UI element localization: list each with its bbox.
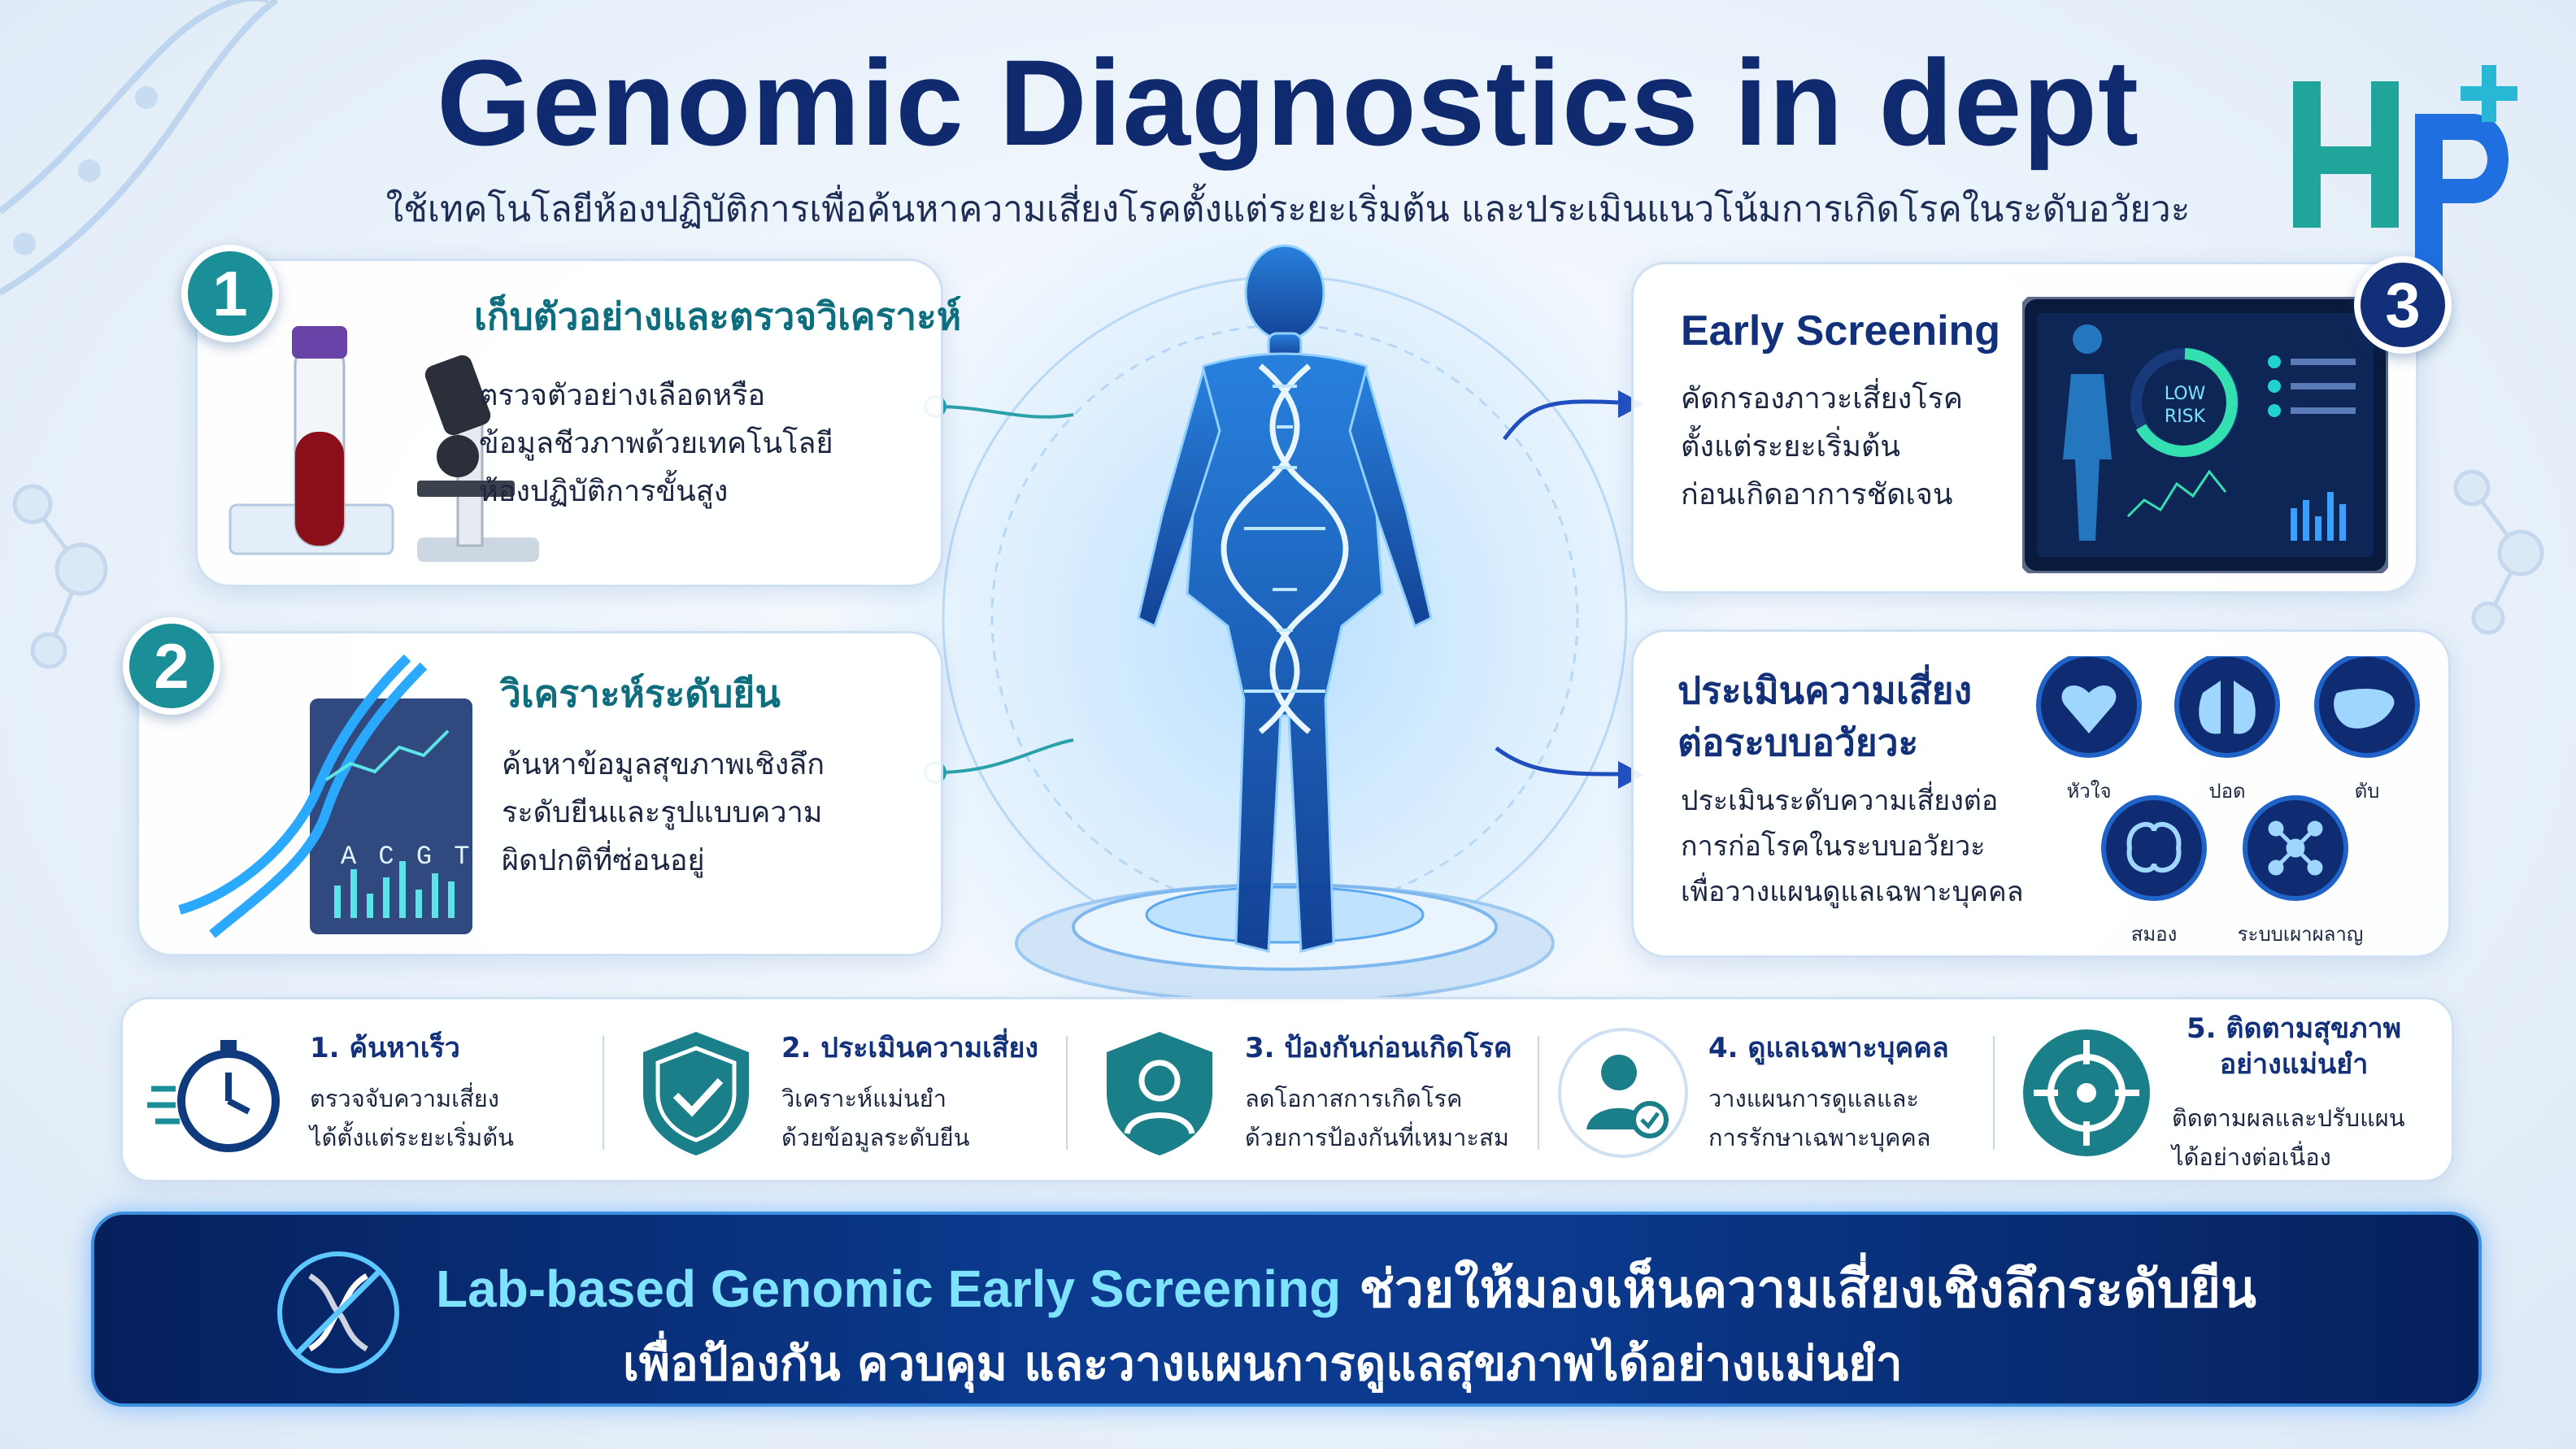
- banner-line-2: เพื่อป้องกัน ควบคุม และวางแผนการดูแลสุขภ…: [623, 1336, 1903, 1391]
- dna-chart-illustration: [178, 654, 472, 938]
- step-body: ตรวจตัวอย่างเลือดหรือ ข้อมูลชีวภาพด้วยเท…: [479, 379, 833, 508]
- lab-equipment-illustration: [228, 326, 539, 562]
- risk-label-low: LOW: [2165, 384, 2206, 404]
- benefit-early-detection: 1. ค้นหาเร็ว ตรวจจับความเสี่ยงได้ตั้งแต่…: [147, 999, 586, 1185]
- person-care-icon: [1558, 1028, 1688, 1158]
- organ-label-lungs: ปอด: [2208, 780, 2246, 803]
- metabolism-icon: [2268, 820, 2323, 876]
- benefit-desc: ตรวจจับความเสี่ยงได้ตั้งแต่ระยะเริ่มต้น: [310, 1085, 514, 1151]
- benefit-prevention: 3. ป้องกันก่อนเกิดโรค ลดโอกาสการเกิดโรคด…: [1090, 999, 1546, 1185]
- step-body: ค้นหาข้อมูลสุขภาพเชิงลึก ระดับยีนและรูปแ…: [502, 748, 825, 877]
- benefit-title: 5. ติดตามสุขภาพอย่างแม่นยำ: [2186, 1012, 2402, 1081]
- organ-label-metabolism: ระบบเผาผลาญ: [2237, 923, 2364, 946]
- dna-letters: A C G T: [341, 842, 473, 872]
- benefit-desc: ลดโอกาสการเกิดโรคด้วยการป้องกันที่เหมาะส…: [1245, 1085, 1509, 1151]
- step-number-badge: 2: [123, 617, 220, 715]
- heart-icon: [2061, 685, 2117, 733]
- hp-logo: [2293, 65, 2517, 276]
- benefit-title: 2. ประเมินความเสี่ยง: [781, 1032, 1039, 1064]
- step-number-badge: 3: [2354, 256, 2452, 354]
- step-card-early-screening: Early Screening คัดกรองภาวะเสี่ยงโรค ตั้…: [1631, 256, 2452, 594]
- risk-dashboard-tablet: LOW RISK: [2022, 297, 2388, 573]
- step-number-badge: 1: [181, 245, 279, 342]
- benefits-strip: 1. ค้นหาเร็ว ตรวจจับความเสี่ยงได้ตั้งแต่…: [120, 997, 2454, 1182]
- divider: [1538, 1036, 1539, 1150]
- divider: [603, 1036, 604, 1150]
- dna-icon: [277, 1251, 399, 1373]
- benefit-risk-assessment: 2. ประเมินความเสี่ยง วิเคราะห์แม่นยำด้วย…: [627, 999, 1066, 1185]
- step-title: Early Screening: [1681, 307, 2001, 355]
- divider: [1066, 1036, 1068, 1150]
- organ-risk-card: ประเมินความเสี่ยง ต่อระบบอวัยวะ ประเมินร…: [1631, 629, 2451, 958]
- page-subtitle: ใช้เทคโนโลยีห้องปฏิบัติการเพื่อค้นหาความ…: [385, 189, 2191, 230]
- step-title: วิเคราะห์ระดับยีน: [500, 672, 781, 716]
- organ-label-liver: ตับ: [2354, 780, 2380, 803]
- organ-label-brain: สมอง: [2130, 923, 2178, 946]
- step-card-sample-analysis: 1 เก็บตัวอย่างและตรวจวิเคราะห์ ตรวจตัวอย…: [181, 245, 961, 587]
- liver-icon: [2334, 689, 2395, 729]
- organ-label-heart: หัวใจ: [2066, 780, 2112, 803]
- benefit-title: 4. ดูแลเฉพาะบุคคล: [1708, 1032, 1949, 1064]
- target-icon: [2023, 1029, 2150, 1156]
- person-shield-icon: [1107, 1032, 1212, 1155]
- benefit-title: 3. ป้องกันก่อนเกิดโรค: [1245, 1032, 1512, 1064]
- step-title: เก็บตัวอย่างและตรวจวิเคราะห์: [474, 294, 962, 338]
- benefit-desc: วิเคราะห์แม่นยำด้วยข้อมูลระดับยีน: [781, 1085, 970, 1151]
- banner-line-1: Lab-based Genomic Early Screening ช่วยให…: [436, 1260, 2256, 1320]
- benefit-title: 1. ค้นหาเร็ว: [310, 1032, 460, 1064]
- organ-icons: [2036, 656, 2420, 901]
- step-body: คัดกรองภาวะเสี่ยงโรค ตั้งแต่ระยะเริ่มต้น…: [1681, 382, 1963, 511]
- benefit-personalized-care: 4. ดูแลเฉพาะบุคคล วางแผนการดูแลและการรัก…: [1554, 999, 1977, 1185]
- step-card-gene-analysis: A C G T 2 วิเคราะห์ระดับยีน ค้นหาข้อมูลส…: [123, 617, 943, 956]
- summary-banner: Lab-based Genomic Early Screening ช่วยให…: [91, 1212, 2482, 1407]
- benefit-desc: ติดตามผลและปรับแผนได้อย่างต่อเนื่อง: [2172, 1104, 2405, 1171]
- benefit-monitoring: 5. ติดตามสุขภาพอย่างแม่นยำ ติดตามผลและปร…: [2017, 999, 2440, 1185]
- divider: [1993, 1036, 1995, 1150]
- organ-card-title: ประเมินความเสี่ยง ต่อระบบอวัยวะ: [1677, 668, 1973, 764]
- brain-icon: [2126, 821, 2182, 873]
- stopwatch-icon: [147, 1040, 280, 1152]
- benefit-desc: วางแผนการดูแลและการรักษาเฉพาะบุคคล: [1708, 1085, 1931, 1151]
- risk-label-risk: RISK: [2165, 407, 2206, 427]
- organ-card-body: ประเมินระดับความเสี่ยงต่อ การก่อโรคในระบ…: [1681, 785, 2024, 908]
- page-title: Genomic Diagnostics in dept: [437, 34, 2139, 171]
- lungs-icon: [2199, 681, 2256, 734]
- shield-check-icon: [643, 1032, 749, 1155]
- human-dna-figure: [1137, 244, 1433, 953]
